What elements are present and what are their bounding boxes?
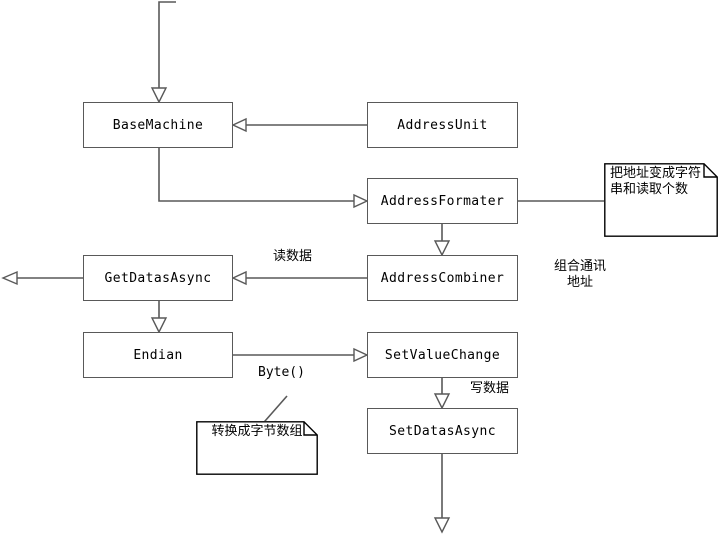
node-endian[interactable]: Endian [83,332,233,378]
arrowhead-into-setvaluechange [353,347,369,363]
edge-label-write-data: 写数据 [470,381,510,396]
note-text: 把地址变成字符串和读取个数 [610,166,702,197]
arrowhead-into-endian [150,317,168,334]
node-label: BaseMachine [112,117,204,133]
edge-label-read-data: 读数据 [273,249,313,264]
arrowhead-into-addressformater [353,193,369,209]
arrowhead-setdatasasync-out [433,517,451,534]
edge-label-combine-address-line1: 组合通讯 [553,259,606,274]
node-address-formater[interactable]: AddressFormater [367,178,518,224]
note-shape-icon [604,163,718,237]
node-address-combiner[interactable]: AddressCombiner [367,255,518,301]
node-set-datas-async[interactable]: SetDatasAsync [367,408,518,454]
node-label: AddressCombiner [380,270,505,286]
arrowhead-into-basemachine-side [231,117,247,133]
edge-label-combine-address: 组合通讯 地址 [548,259,612,290]
node-set-value-change[interactable]: SetValueChange [367,332,518,378]
edge-label-byte: Byte() [258,365,305,380]
note-text: 转换成字节数组 [211,424,303,439]
arrowhead-into-getdatasasync [231,270,247,286]
arrowhead-into-basemachine [150,87,168,104]
node-label: SetDatasAsync [389,423,496,439]
node-label: AddressUnit [397,117,488,133]
node-get-datas-async[interactable]: GetDatasAsync [83,255,233,301]
arrowhead-into-setdatasasync [433,393,451,410]
edge-basemachine-to-addressformater [158,148,357,202]
arrowhead-getdatasasync-out [1,270,18,286]
note-shape-icon [196,421,318,475]
node-label: AddressFormater [380,193,505,209]
node-address-unit[interactable]: AddressUnit [367,102,518,148]
node-label: SetValueChange [384,347,501,363]
edge-entry-to-basemachine [158,1,176,94]
node-base-machine[interactable]: BaseMachine [83,102,233,148]
note-address-string[interactable]: 把地址变成字符串和读取个数 [604,163,718,237]
node-label: GetDatasAsync [104,270,212,286]
node-label: Endian [133,347,183,363]
edge-label-combine-address-line2: 地址 [566,274,593,290]
arrowhead-into-addresscombiner [433,240,451,257]
note-byte-array[interactable]: 转换成字节数组 [196,421,318,475]
